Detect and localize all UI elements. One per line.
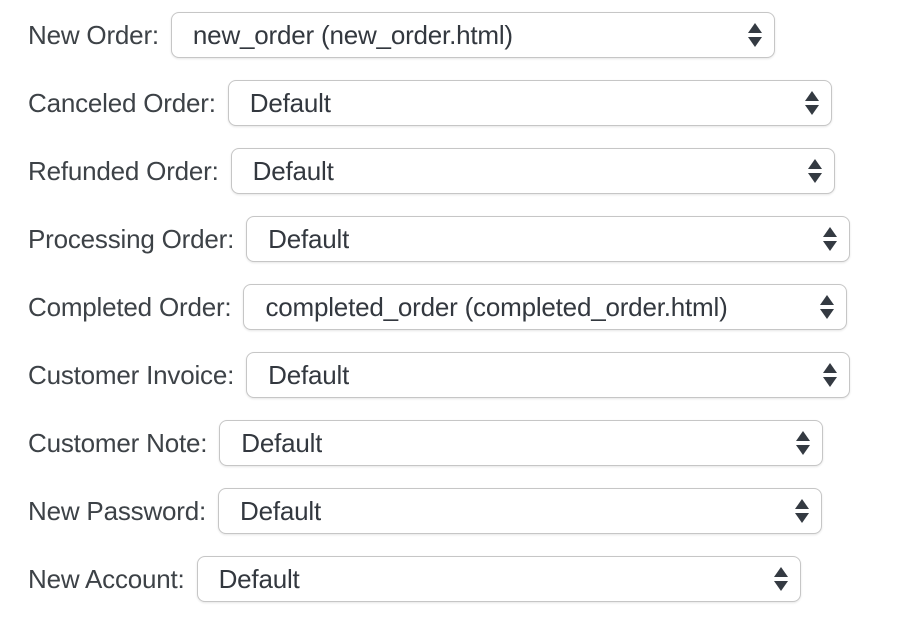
arrow-up-icon (823, 227, 838, 237)
arrow-down-icon (820, 309, 835, 319)
select-selected-value: Default (268, 223, 350, 254)
row-label: New Account: (28, 563, 185, 594)
settings-row: New Order: new_order (new_order.html) (28, 12, 902, 58)
row-label: Customer Invoice: (28, 359, 235, 390)
row-label: New Order: (28, 19, 159, 50)
settings-row: Completed Order: completed_order (comple… (28, 284, 902, 330)
up-down-triangles-icon (820, 295, 835, 319)
arrow-up-icon (795, 499, 810, 509)
arrow-down-icon (823, 241, 838, 251)
arrow-down-icon (796, 445, 811, 455)
arrow-up-icon (807, 159, 822, 169)
arrow-up-icon (773, 567, 788, 577)
settings-row: Customer Invoice: Default (28, 352, 902, 398)
arrow-down-icon (773, 581, 788, 591)
up-down-triangles-icon (823, 227, 838, 251)
select-selected-value: Default (240, 495, 322, 526)
arrow-down-icon (807, 173, 822, 183)
arrow-up-icon (823, 363, 838, 373)
arrow-down-icon (747, 37, 762, 47)
up-down-triangles-icon (807, 159, 822, 183)
up-down-triangles-icon (804, 91, 819, 115)
settings-row: Processing Order: Default (28, 216, 902, 262)
template-select[interactable]: Default (230, 148, 835, 194)
template-select[interactable]: Default (196, 556, 801, 602)
template-select[interactable]: new_order (new_order.html) (170, 12, 775, 58)
settings-row: Refunded Order: Default (28, 148, 902, 194)
settings-row: Canceled Order: Default (28, 80, 902, 126)
up-down-triangles-icon (747, 23, 762, 47)
arrow-down-icon (823, 377, 838, 387)
up-down-triangles-icon (773, 567, 788, 591)
arrow-down-icon (795, 513, 810, 523)
up-down-triangles-icon (795, 499, 810, 523)
settings-row: New Account: Default (28, 556, 902, 602)
settings-row: Customer Note: Default (28, 420, 902, 466)
select-selected-value: new_order (new_order.html) (192, 19, 513, 50)
arrow-up-icon (820, 295, 835, 305)
row-label: Completed Order: (28, 291, 232, 322)
template-select[interactable]: Default (227, 80, 832, 126)
template-select[interactable]: Default (218, 488, 823, 534)
select-selected-value: Default (252, 155, 334, 186)
arrow-up-icon (747, 23, 762, 33)
select-selected-value: Default (218, 563, 300, 594)
template-select[interactable]: Default (219, 420, 824, 466)
select-selected-value: Default (268, 359, 350, 390)
template-select[interactable]: completed_order (completed_order.html) (243, 284, 848, 330)
row-label: Refunded Order: (28, 155, 219, 186)
arrow-up-icon (804, 91, 819, 101)
up-down-triangles-icon (823, 363, 838, 387)
row-label: Customer Note: (28, 427, 208, 458)
select-selected-value: Default (249, 87, 331, 118)
select-selected-value: Default (241, 427, 323, 458)
arrow-up-icon (796, 431, 811, 441)
select-selected-value: completed_order (completed_order.html) (265, 291, 728, 322)
row-label: Canceled Order: (28, 87, 216, 118)
template-select[interactable]: Default (246, 216, 851, 262)
row-label: New Password: (28, 495, 207, 526)
arrow-down-icon (804, 105, 819, 115)
up-down-triangles-icon (796, 431, 811, 455)
settings-row: New Password: Default (28, 488, 902, 534)
row-label: Processing Order: (28, 223, 235, 254)
template-select[interactable]: Default (246, 352, 851, 398)
